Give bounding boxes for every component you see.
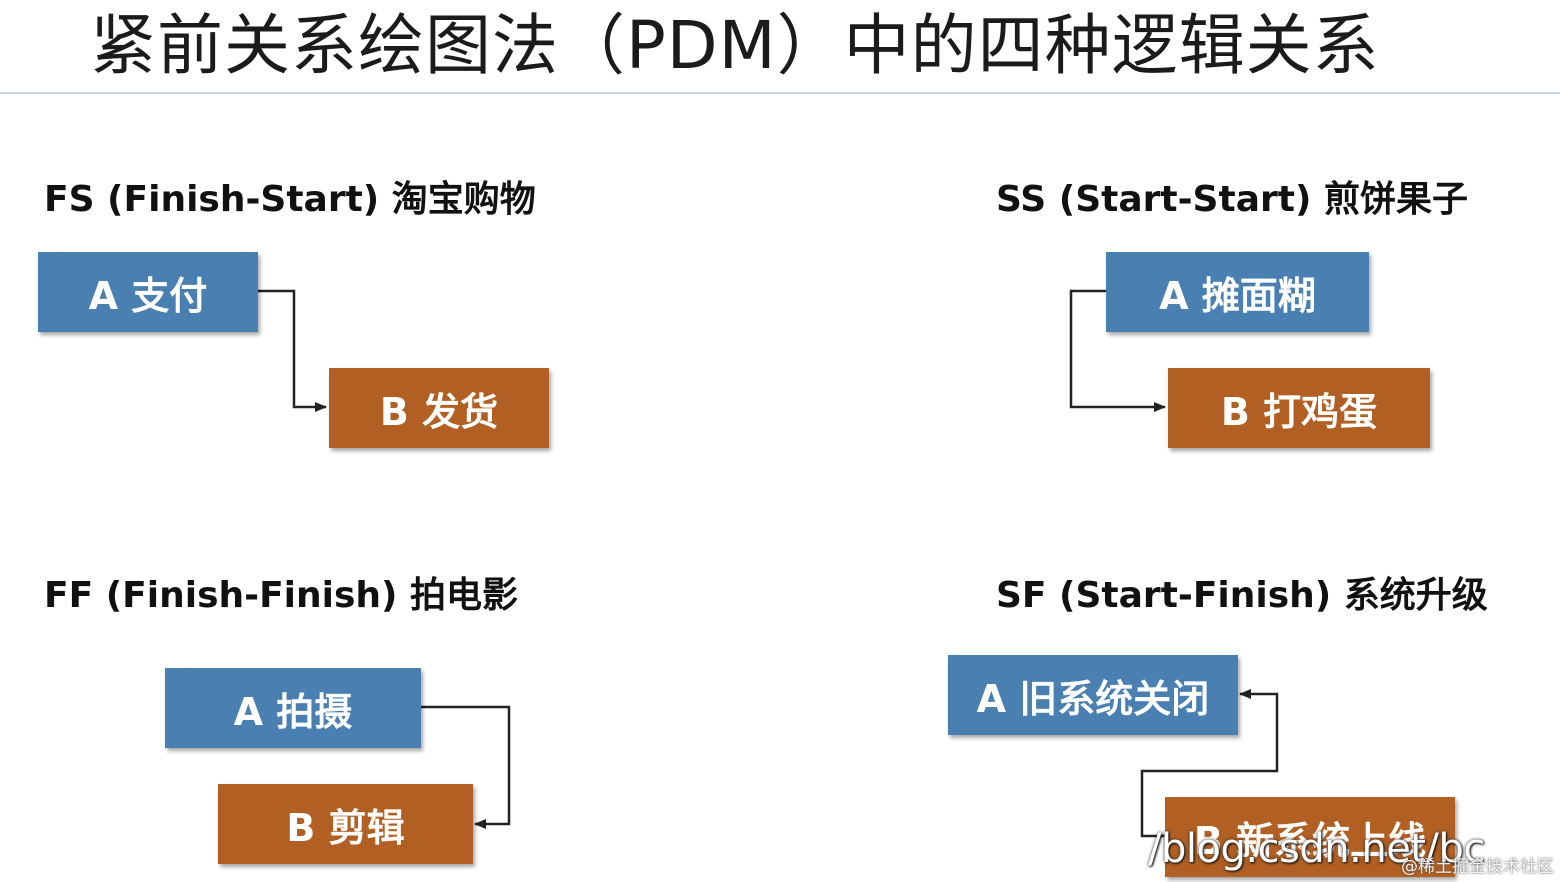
fs-connector-arrow [258,289,327,412]
fs-activity-b: B 发货 [329,368,549,448]
ss-activity-a: A 摊面糊 [1106,252,1369,332]
watermark-url: /blog.csdn.net/bc [1148,826,1485,872]
ss-activity-b: B 打鸡蛋 [1168,368,1430,448]
sf-activity-a: A 旧系统关闭 [948,655,1238,735]
ff-activity-a: A 拍摄 [165,668,421,748]
fs-heading: FS (Finish-Start) 淘宝购物 [44,179,536,220]
watermark-credit: @稀土掘金技术社区 [1401,857,1554,877]
ss-heading: SS (Start-Start) 煎饼果子 [996,179,1468,220]
fs-activity-a: A 支付 [38,252,258,332]
sf-heading: SF (Start-Finish) 系统升级 [996,575,1488,616]
title-divider [0,92,1560,94]
sf-activity-b: B 新系统上线 [1165,797,1455,877]
ff-activity-b: B 剪辑 [218,784,473,864]
page-title: 紧前关系绘图法（PDM）中的四种逻辑关系 [90,7,1380,84]
ff-heading: FF (Finish-Finish) 拍电影 [44,575,519,616]
